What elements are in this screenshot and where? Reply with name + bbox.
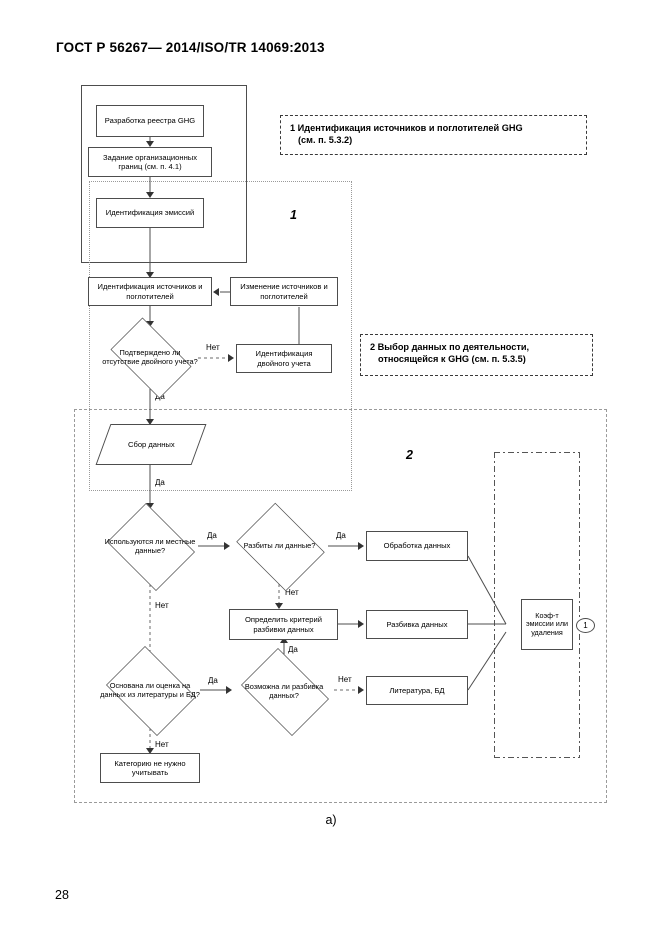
legend-box-2: 2 Выбор данных по деятельности, относяще…	[360, 334, 593, 376]
edge-label-yes-local-data: Да	[207, 531, 217, 540]
node-data-collection: Сбор данных	[95, 424, 207, 465]
page-number: 28	[55, 888, 69, 902]
diamond-text: Основана ли оценка на данных из литерату…	[100, 680, 200, 699]
node-source-sink-identification: Идентификация источников и поглотителей	[88, 277, 212, 306]
arrow-to-emission-identification	[146, 192, 154, 198]
data-collection-text: Сбор данных	[127, 439, 175, 449]
arrow-to-data-splitting	[358, 620, 364, 628]
region-number-1: 1	[290, 208, 297, 222]
edge-label-yes-literature-question: Да	[208, 676, 218, 685]
arrow-change-to-identification	[213, 288, 219, 296]
node-local-data-question: Используются ли местные данные?	[102, 503, 198, 591]
node-data-split-question: Разбиты ли данные?	[231, 502, 328, 592]
arrow-to-literature-db	[358, 686, 364, 694]
legend-1-line2: (см. п. 5.3.2)	[298, 135, 353, 146]
arrow-to-split-possible-question	[226, 686, 232, 694]
node-data-splitting: Разбивка данных	[366, 610, 468, 639]
node-define-split-criteria: Определить критерий разбивки данных	[229, 609, 338, 640]
legend-box-1: 1 Идентификация источников и поглотителе…	[280, 115, 587, 155]
node-literature-db-question: Основана ли оценка на данных из литерату…	[100, 646, 200, 736]
node-source-sink-change: Изменение источников и поглотителей	[230, 277, 338, 306]
node-literature-db: Литература, БД	[366, 676, 468, 705]
arrow-to-define-criteria	[275, 603, 283, 609]
reference-marker-1: 1	[576, 618, 595, 633]
edge-label-no-double-count: Нет	[206, 343, 220, 352]
arrow-to-source-sink	[146, 272, 154, 278]
diamond-text: Разбиты ли данные?	[243, 541, 316, 551]
figure-caption: а)	[325, 813, 337, 827]
node-double-count-check: Подтверждено ли отсутствие двойного учет…	[102, 317, 198, 399]
arrow-to-data-collection	[146, 419, 154, 425]
region-outline-1	[89, 181, 352, 491]
node-split-possible-question: Возможна ли разбивка данных?	[234, 648, 334, 736]
edge-label-yes-split-possible: Да	[288, 645, 298, 654]
node-emission-identification: Идентификация эмиссий	[96, 198, 204, 228]
legend-2-line2: относящейся к GHG (см. п. 5.3.5)	[378, 354, 526, 365]
document-header: ГОСТ Р 56267— 2014/ISO/TR 14069:2013	[56, 40, 325, 55]
arrow-to-category-not-needed	[146, 748, 154, 754]
edge-label-yes-split-question: Да	[336, 531, 346, 540]
diamond-text: Используются ли местные данные?	[104, 536, 196, 555]
arrow-to-split-question	[224, 542, 230, 550]
node-emission-factor: Коэф-т эмиссии или удаления	[521, 599, 573, 650]
node-organizational-boundaries: Задание организационных границ (см. п. 4…	[88, 147, 212, 177]
arrow-to-data-processing	[358, 542, 364, 550]
diamond-text: Подтверждено ли отсутствие двойного учет…	[102, 347, 198, 366]
edge-label-no-split-question: Нет	[285, 588, 299, 597]
arrow-to-double-count-check	[146, 321, 154, 327]
diamond-text: Возможна ли разбивка данных?	[244, 681, 324, 700]
node-category-not-needed: Категорию не нужно учитывать	[100, 753, 200, 783]
region-number-2: 2	[406, 448, 413, 462]
arrow-to-double-count-identification	[228, 354, 234, 362]
arrow-to-define-criteria-from-split	[280, 637, 288, 643]
node-data-processing: Обработка данных	[366, 531, 468, 561]
edge-label-no-split-possible: Нет	[338, 675, 352, 684]
edge-label-no-local-data: Нет	[155, 601, 169, 610]
region-outline-2	[74, 409, 607, 803]
arrow-to-boundaries	[146, 141, 154, 147]
arrow-to-local-data-question	[146, 503, 154, 509]
region-outline-top-solid	[81, 85, 247, 263]
legend-1-line1: 1 Идентификация источников и поглотителе…	[290, 123, 523, 133]
edge-label-no-literature-question: Нет	[155, 740, 169, 749]
edge-label-yes-data-collection: Да	[155, 478, 165, 487]
legend-2-line1: 2 Выбор данных по деятельности,	[370, 342, 530, 352]
node-double-count-identification: Идентификация двойного учета	[236, 344, 332, 373]
node-registry-development: Разработка реестра GHG	[96, 105, 204, 137]
